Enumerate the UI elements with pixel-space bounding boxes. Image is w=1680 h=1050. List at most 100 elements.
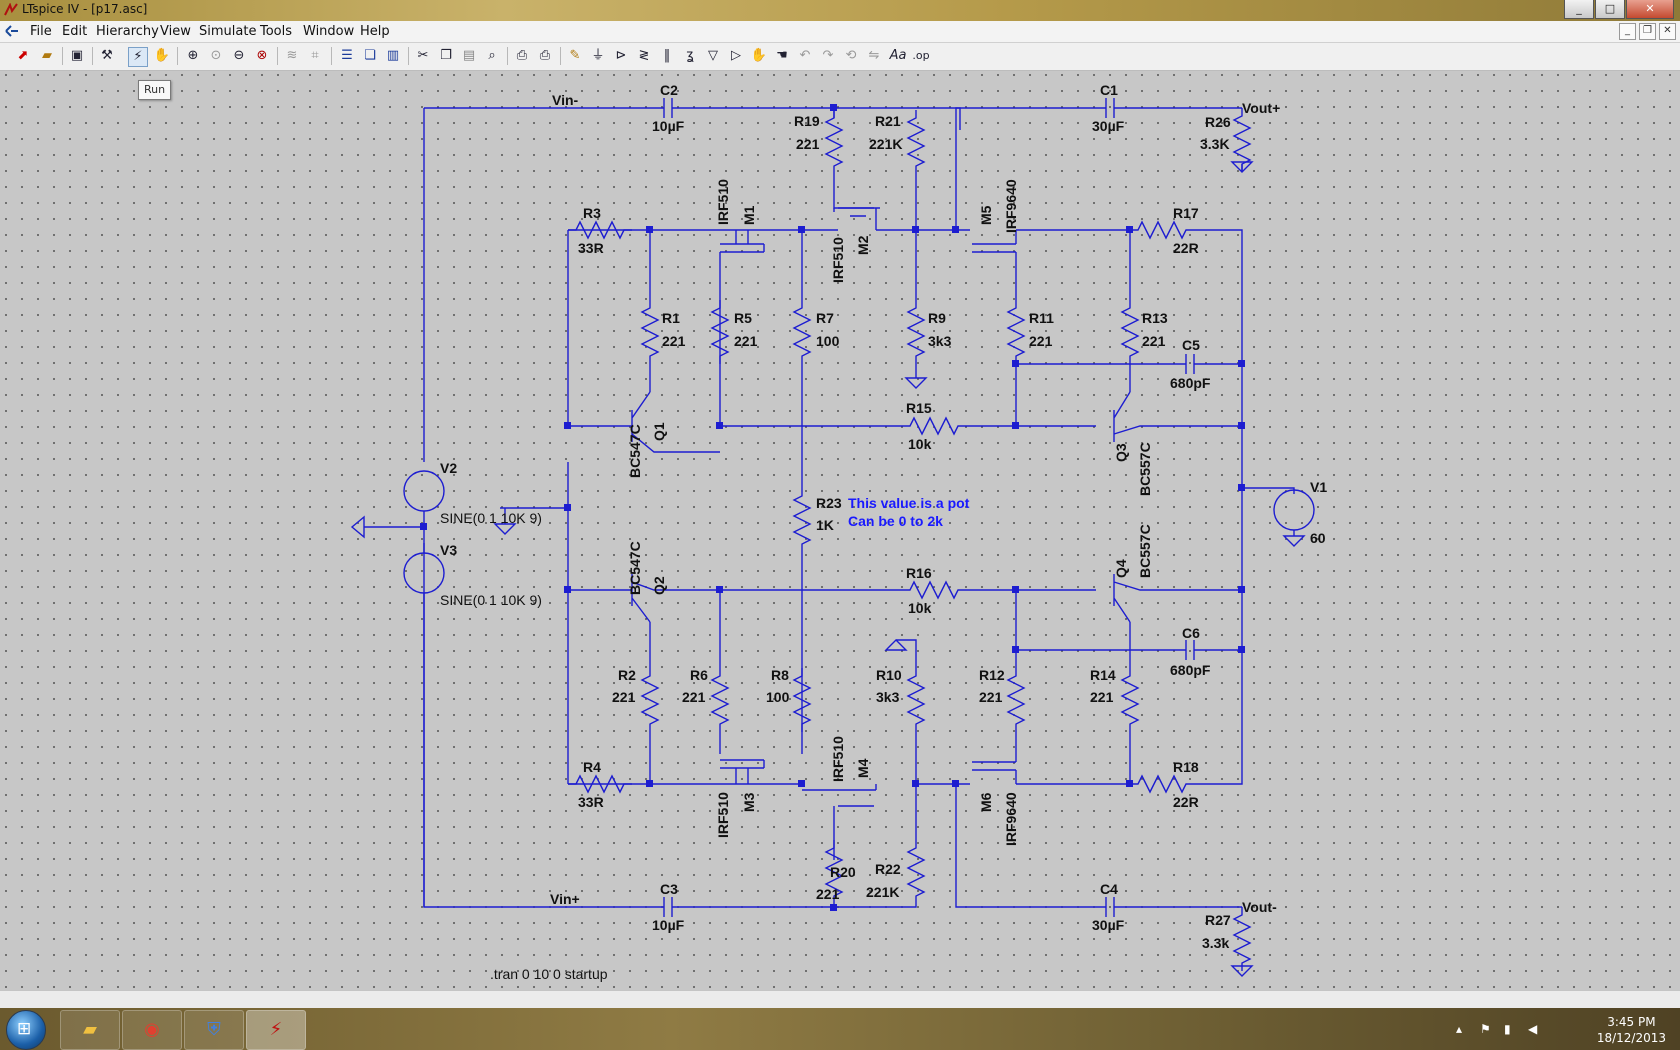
- label-r14-value[interactable]: 221: [1090, 689, 1114, 705]
- label-m1[interactable]: M1: [741, 205, 757, 225]
- mdi-restore-button[interactable]: ❐: [1639, 23, 1656, 40]
- label-vin-plus[interactable]: Vin+: [550, 891, 580, 907]
- label-r26[interactable]: R26: [1205, 114, 1231, 130]
- ltspice-taskbar-button[interactable]: ⚡: [246, 1010, 306, 1050]
- label-r5[interactable]: R5: [734, 310, 752, 326]
- label-c2-value[interactable]: 10µF: [652, 118, 685, 134]
- label-m2-type[interactable]: IRF510: [830, 237, 846, 283]
- trace-icon[interactable]: ⌗: [311, 48, 319, 63]
- label-m3-type[interactable]: IRF510: [715, 792, 731, 838]
- mdi-close-button[interactable]: ✕: [1659, 23, 1676, 40]
- label-r20-value[interactable]: 221: [816, 886, 840, 902]
- label-r1-value[interactable]: 221: [662, 333, 686, 349]
- menu-simulate[interactable]: Simulate: [199, 24, 257, 39]
- label-r9-value[interactable]: 3k3: [928, 333, 952, 349]
- label-r9[interactable]: R9: [928, 310, 946, 326]
- label-r27[interactable]: R27: [1205, 912, 1231, 928]
- label-r22-value[interactable]: 221K: [866, 884, 899, 900]
- copy-icon[interactable]: ❐: [440, 48, 452, 63]
- label-q4[interactable]: Q4: [1113, 559, 1129, 578]
- label-r7[interactable]: R7: [816, 310, 834, 326]
- label-r11[interactable]: R11: [1029, 310, 1054, 326]
- label-r7-value[interactable]: 100: [816, 333, 840, 349]
- diode-icon[interactable]: ▽: [708, 48, 718, 63]
- clock[interactable]: 3:45 PM 18/12/2013: [1597, 1014, 1666, 1046]
- ground-icon[interactable]: ⏚: [591, 48, 605, 63]
- menu-hierarchy[interactable]: Hierarchy: [96, 24, 159, 39]
- label-r21[interactable]: R21: [875, 113, 901, 129]
- cascade-icon[interactable]: ❏: [364, 48, 376, 63]
- volume-icon[interactable]: ◀: [1528, 1022, 1538, 1036]
- redo-icon[interactable]: ↷: [822, 48, 834, 63]
- run-icon[interactable]: ⚡: [128, 47, 148, 67]
- component-icon[interactable]: ▷: [731, 48, 741, 63]
- label-r17-value[interactable]: 22R: [1173, 240, 1199, 256]
- label-r13[interactable]: R13: [1142, 310, 1168, 326]
- label-r8-value[interactable]: 100: [766, 689, 790, 705]
- label-r8[interactable]: R8: [771, 667, 789, 683]
- label-c5-value[interactable]: 680pF: [1170, 375, 1211, 391]
- label-r3[interactable]: R3: [583, 205, 601, 221]
- print-icon[interactable]: ⎙: [539, 48, 551, 63]
- label-r21-value[interactable]: 221K: [869, 136, 902, 152]
- pan-icon[interactable]: ⊙: [210, 48, 222, 63]
- label-q2[interactable]: Q2: [651, 576, 667, 595]
- label-r12-value[interactable]: 221: [979, 689, 1003, 705]
- menu-file[interactable]: File: [30, 24, 52, 39]
- label-m2[interactable]: M2: [855, 235, 871, 255]
- save-icon[interactable]: ▣: [70, 48, 84, 63]
- label-m4-type[interactable]: IRF510: [830, 736, 846, 782]
- label-c1-value[interactable]: 30µF: [1092, 118, 1125, 134]
- label-c4-value[interactable]: 30µF: [1092, 917, 1125, 933]
- label-c5[interactable]: C5: [1182, 337, 1200, 353]
- label-q3-type[interactable]: BC557C: [1137, 442, 1153, 496]
- drag-icon[interactable]: ☚: [776, 48, 788, 63]
- label-r18-value[interactable]: 22R: [1173, 794, 1199, 810]
- label-r14[interactable]: R14: [1090, 667, 1116, 683]
- label-m5[interactable]: M5: [978, 205, 994, 225]
- label-c2[interactable]: C2: [660, 82, 678, 98]
- open-icon[interactable]: ▰: [42, 48, 52, 63]
- label-m3[interactable]: M3: [741, 792, 757, 812]
- menu-help[interactable]: Help: [360, 24, 390, 39]
- spice-directive-icon[interactable]: .op: [912, 49, 930, 62]
- mirror-icon[interactable]: ⇋: [868, 48, 880, 63]
- menu-tools[interactable]: Tools: [260, 24, 293, 39]
- cut-icon[interactable]: ✂: [417, 48, 429, 63]
- label-r3-value[interactable]: 33R: [578, 240, 604, 256]
- label-m1-type[interactable]: IRF510: [715, 179, 731, 225]
- label-m6[interactable]: M6: [978, 792, 994, 812]
- label-r16-value[interactable]: 10k: [908, 600, 932, 616]
- close-button[interactable]: ✕: [1626, 0, 1674, 19]
- label-r16[interactable]: R16: [906, 565, 932, 581]
- wire-icon[interactable]: ✎: [569, 48, 581, 63]
- label-r22[interactable]: R22: [875, 861, 901, 877]
- label-c6[interactable]: C6: [1182, 625, 1200, 641]
- label-r23-value[interactable]: 1K: [816, 517, 834, 533]
- label-m4[interactable]: M4: [855, 758, 871, 778]
- label-vout-minus[interactable]: Vout-: [1242, 899, 1277, 915]
- label-r13-value[interactable]: 221: [1142, 333, 1166, 349]
- label-c1[interactable]: C1: [1100, 82, 1118, 98]
- label-r23[interactable]: R23: [816, 495, 842, 511]
- mdi-minimize-button[interactable]: _: [1619, 23, 1636, 40]
- autorange-icon[interactable]: ≋: [286, 48, 298, 63]
- schematic-canvas[interactable]: Vin- C2 10µF R19 221 R21 221K C1 30µF Vo…: [0, 71, 1680, 990]
- inductor-icon[interactable]: ʓ: [686, 48, 694, 63]
- capacitor-icon[interactable]: ‖: [663, 48, 671, 63]
- paste-icon[interactable]: ▤: [462, 48, 476, 63]
- undo-icon[interactable]: ↶: [799, 48, 811, 63]
- label-r4-value[interactable]: 33R: [578, 794, 604, 810]
- label-r2-value[interactable]: 221: [612, 689, 636, 705]
- label-v1-value[interactable]: 60: [1310, 530, 1326, 546]
- label-r6[interactable]: R6: [690, 667, 708, 683]
- label-m6-type[interactable]: IRF9640: [1003, 792, 1019, 846]
- label-r27-value[interactable]: 3.3k: [1202, 935, 1229, 951]
- label-icon[interactable]: ⊳: [615, 48, 627, 63]
- horizontal-scrollbar[interactable]: [0, 990, 1680, 1009]
- maximize-button[interactable]: □: [1595, 0, 1625, 19]
- label-v3[interactable]: V3: [440, 542, 457, 558]
- zoom-fit-icon[interactable]: ⊗: [256, 48, 268, 63]
- move-icon[interactable]: ✋: [750, 48, 768, 63]
- spice-directive[interactable]: .tran 0 10 0 startup: [490, 966, 608, 982]
